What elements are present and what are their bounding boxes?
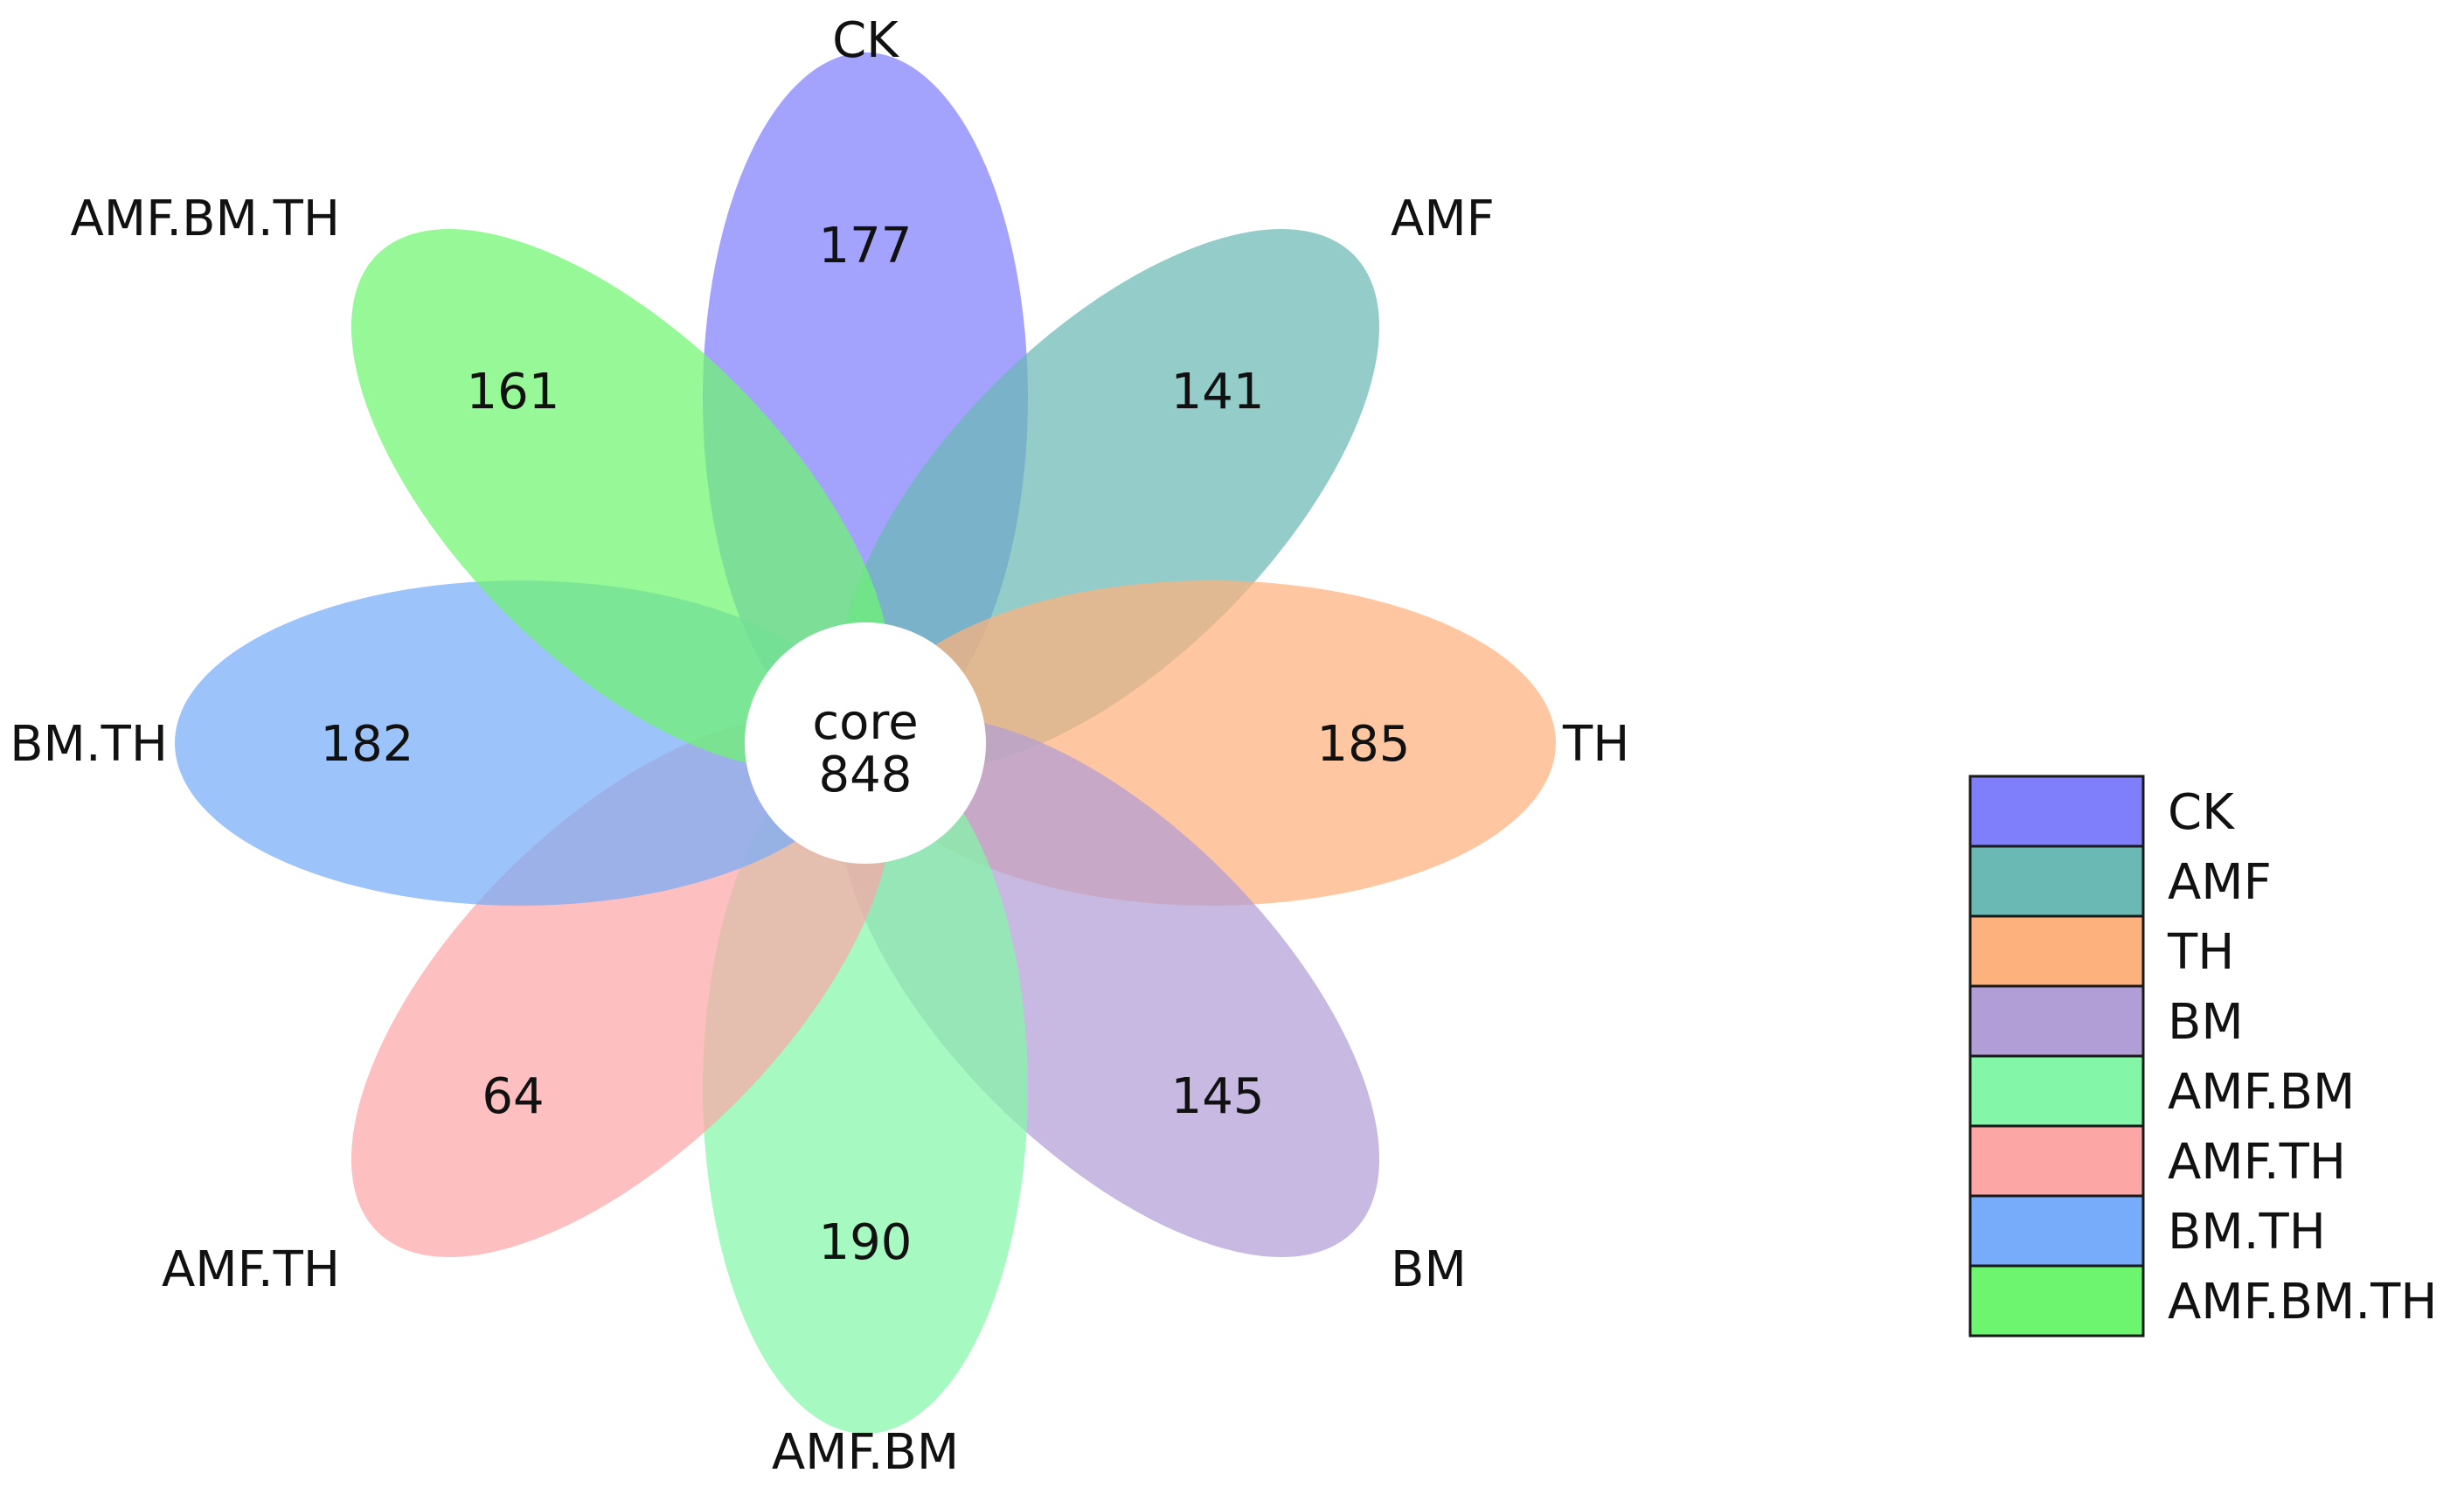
legend-label: AMF.BM <box>2168 1064 2355 1121</box>
petal-label-bm-th: BM.TH <box>10 716 168 773</box>
legend-item-amf-th: AMF.TH <box>1968 1124 2346 1198</box>
petal-count-amf-bm: 190 <box>819 1214 913 1271</box>
legend-item-bm: BM <box>1968 984 2244 1058</box>
legend-item-amf-bm-th: AMF.BM.TH <box>1968 1264 2438 1338</box>
legend-label: BM <box>2168 994 2244 1051</box>
legend-label: AMF <box>2168 854 2272 911</box>
core-label: core <box>812 694 918 751</box>
petal-label-amf: AMF <box>1391 191 1495 247</box>
legend-item-th: TH <box>1968 914 2234 988</box>
legend-swatch <box>1968 1054 2145 1128</box>
petal-label-amf-bm-th: AMF.BM.TH <box>70 191 340 247</box>
legend: CK AMF TH BM AMF.BM AMF.TH BM.TH AMF.BM.TH <box>1968 775 2438 1338</box>
legend-item-bm-th: BM.TH <box>1968 1194 2326 1268</box>
petal-count-amf: 141 <box>1171 364 1265 420</box>
petals <box>175 52 1556 1434</box>
legend-label: CK <box>2168 784 2235 841</box>
legend-label: TH <box>2167 924 2234 981</box>
legend-swatch <box>1968 914 2145 988</box>
petal-count-amf-th: 64 <box>482 1068 544 1125</box>
petal-label-bm: BM <box>1391 1241 1467 1298</box>
core-circle <box>745 622 986 864</box>
petal-label-ck: CK <box>832 12 899 69</box>
petal-label-amf-th: AMF.TH <box>162 1241 340 1298</box>
legend-swatch <box>1968 984 2145 1058</box>
petal-count-amf-bm-th: 161 <box>467 364 560 420</box>
petal-count-bm-th: 182 <box>321 716 414 773</box>
petal-labels: CK AMF TH BM AMF.BM AMF.TH BM.TH AMF.BM.TH <box>10 12 1629 1481</box>
petal-count-bm: 145 <box>1171 1068 1265 1125</box>
petal-amf-bm-th <box>351 228 892 769</box>
petal-count-th: 185 <box>1317 716 1411 773</box>
petal-count-ck: 177 <box>819 218 913 274</box>
legend-item-amf: AMF <box>1968 844 2272 918</box>
legend-swatch <box>1968 775 2145 848</box>
legend-swatch <box>1968 1194 2145 1268</box>
legend-item-ck: CK <box>1968 775 2235 848</box>
petal-label-th: TH <box>1562 716 1629 773</box>
legend-label: BM.TH <box>2168 1204 2326 1261</box>
petal-counts: 177 141 185 145 190 64 182 161 <box>321 218 1411 1271</box>
petal-label-amf-bm: AMF.BM <box>772 1424 959 1481</box>
legend-item-amf-bm: AMF.BM <box>1968 1054 2355 1128</box>
legend-swatch <box>1968 1264 2145 1338</box>
legend-swatch <box>1968 844 2145 918</box>
legend-swatch <box>1968 1124 2145 1198</box>
core-circle-group: core 848 <box>745 622 986 864</box>
core-value: 848 <box>819 747 913 803</box>
legend-label: AMF.TH <box>2168 1134 2346 1191</box>
legend-label: AMF.BM.TH <box>2168 1274 2438 1331</box>
